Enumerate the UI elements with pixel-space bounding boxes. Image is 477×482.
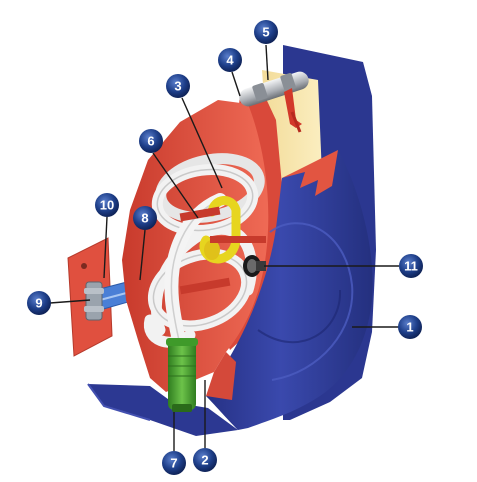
leader-lines bbox=[49, 44, 399, 451]
callout-10-label: 10 bbox=[100, 198, 114, 213]
swivel-pin bbox=[85, 281, 103, 321]
callout-2: 2 bbox=[193, 448, 217, 472]
hose-guide-roller bbox=[239, 71, 309, 107]
bracket-screw-top bbox=[81, 263, 87, 269]
housing-base bbox=[88, 384, 238, 436]
callout-5-label: 5 bbox=[262, 25, 269, 40]
housing-front-shell bbox=[206, 150, 373, 430]
callout-9-label: 9 bbox=[35, 296, 42, 311]
callout-10: 10 bbox=[95, 193, 119, 217]
callout-4-label: 4 bbox=[226, 53, 234, 68]
callout-3-label: 3 bbox=[174, 79, 181, 94]
callout-1: 1 bbox=[398, 315, 422, 339]
callout-1-label: 1 bbox=[406, 320, 413, 335]
lock-lever bbox=[284, 88, 302, 128]
callout-8: 8 bbox=[133, 206, 157, 230]
callout-8-label: 8 bbox=[141, 211, 148, 226]
callout-11-label: 11 bbox=[404, 259, 418, 274]
callout-11: 11 bbox=[399, 254, 423, 278]
callout-3: 3 bbox=[166, 74, 190, 98]
callout-7-label: 7 bbox=[170, 456, 177, 471]
callout-4: 4 bbox=[218, 48, 242, 72]
callout-5: 5 bbox=[254, 20, 278, 44]
spray-nozzle bbox=[166, 338, 198, 412]
callout-2-label: 2 bbox=[201, 453, 208, 468]
callout-6: 6 bbox=[139, 129, 163, 153]
callout-7: 7 bbox=[162, 451, 186, 475]
hose-inlet-fitting bbox=[243, 255, 266, 277]
callout-9: 9 bbox=[27, 291, 51, 315]
callout-6-label: 6 bbox=[147, 134, 154, 149]
